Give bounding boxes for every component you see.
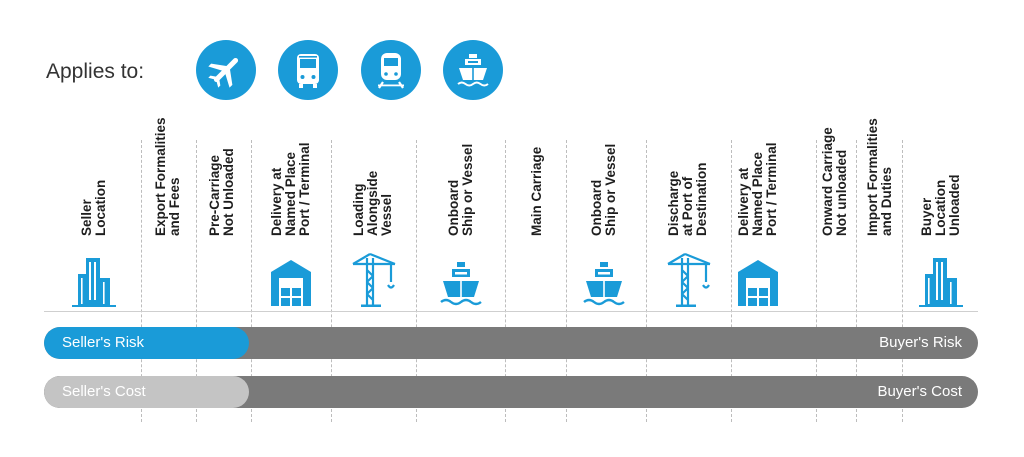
- seller-risk-fill: [44, 327, 249, 359]
- stage-divider: [251, 140, 252, 422]
- risk-bar: Seller's Risk Buyer's Risk: [44, 327, 978, 359]
- stage-divider: [566, 140, 567, 422]
- ship-icon: [574, 252, 634, 307]
- seller-risk-label: Seller's Risk: [62, 334, 145, 351]
- stage-divider: [416, 140, 417, 422]
- stage-divider: [331, 140, 332, 422]
- stage-divider: [856, 140, 857, 422]
- stage-baseline: [44, 311, 978, 312]
- stage-divider: [816, 140, 817, 422]
- buyer-risk-label: Buyer's Risk: [879, 334, 962, 351]
- crane-icon: [658, 252, 718, 308]
- airplane-icon: [196, 40, 256, 100]
- applies-to-label: Applies to:: [46, 60, 145, 83]
- building-icon: [911, 252, 971, 307]
- building-icon: [64, 252, 124, 307]
- buyer-cost-label: Buyer's Cost: [877, 383, 962, 400]
- warehouse-icon: [261, 252, 321, 307]
- seller-cost-label: Seller's Cost: [62, 383, 146, 400]
- stage-divider: [646, 140, 647, 422]
- stage-divider: [505, 140, 506, 422]
- cost-bar: Seller's Cost Buyer's Cost: [44, 376, 978, 408]
- warehouse-icon: [728, 252, 788, 307]
- stage-divider: [731, 140, 732, 422]
- crane-icon: [343, 252, 403, 308]
- bus-icon: [278, 40, 338, 100]
- seller-cost-fill: [44, 376, 249, 408]
- stage-divider: [902, 140, 903, 422]
- ship-icon: [443, 40, 503, 100]
- train-icon: [361, 40, 421, 100]
- ship-icon: [431, 252, 491, 307]
- stage-divider: [141, 140, 142, 422]
- stage-divider: [196, 140, 197, 422]
